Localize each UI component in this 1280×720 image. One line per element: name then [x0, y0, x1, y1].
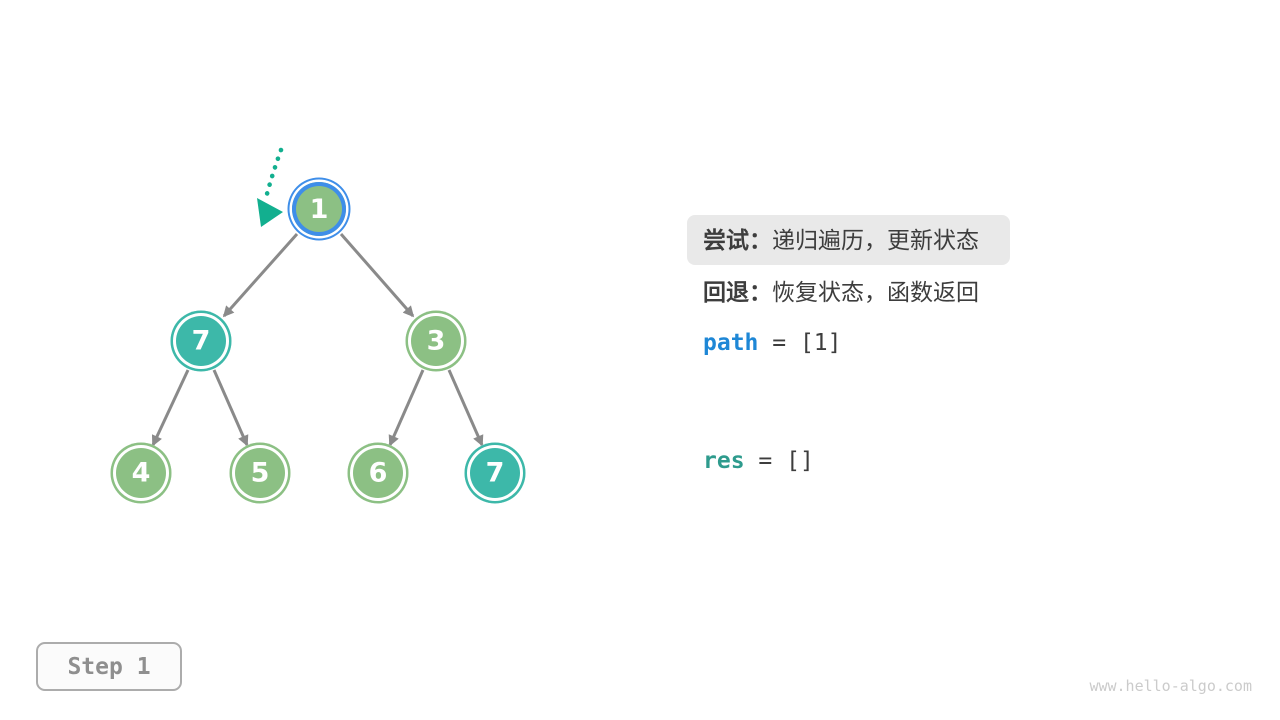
path-variable-line: path = [1]	[703, 332, 842, 355]
edge-1-to-3	[339, 233, 415, 318]
tree-node-7-right: 7	[464, 442, 526, 504]
res-variable-name: res	[703, 448, 745, 474]
edge-7left-to-5	[212, 369, 249, 447]
try-callout: 尝试：递归遍历，更新状态	[687, 215, 1010, 265]
step-badge: Step 1	[36, 642, 182, 691]
tree-node-6: 6	[347, 442, 409, 504]
step-badge-label: Step 1	[67, 653, 151, 680]
path-variable-name: path	[703, 330, 759, 356]
tree-node-1-current: 1	[292, 182, 346, 236]
node-value: 1	[309, 193, 329, 225]
current-pointer-dotted-line	[264, 147, 284, 197]
edge-7left-to-4	[151, 369, 190, 447]
node-value: 3	[426, 325, 446, 357]
back-line: 回退：恢复状态，函数返回	[703, 281, 979, 304]
node-value: 7	[191, 325, 211, 357]
node-value: 4	[131, 457, 151, 489]
node-value: 5	[250, 457, 270, 489]
edge-1-to-7left	[222, 233, 299, 318]
edge-3-to-7right	[447, 369, 484, 447]
node-value: 7	[485, 457, 505, 489]
try-label: 尝试：	[703, 226, 772, 253]
tree-node-3: 3	[405, 310, 467, 372]
tree-node-7-left: 7	[170, 310, 232, 372]
current-pointer-arrow-icon	[257, 198, 283, 227]
res-variable-line: res = []	[703, 450, 814, 473]
back-label: 回退：	[703, 279, 772, 305]
back-text: 恢复状态，函数返回	[772, 279, 979, 305]
tree-node-4: 4	[110, 442, 172, 504]
watermark-url: www.hello-algo.com	[1089, 677, 1252, 695]
tree-node-5: 5	[229, 442, 291, 504]
edge-3-to-6	[388, 369, 425, 447]
res-variable-value: = []	[758, 448, 814, 474]
path-variable-value: = [1]	[772, 330, 842, 356]
node-value: 6	[368, 457, 388, 489]
try-text: 递归遍历，更新状态	[772, 226, 979, 253]
